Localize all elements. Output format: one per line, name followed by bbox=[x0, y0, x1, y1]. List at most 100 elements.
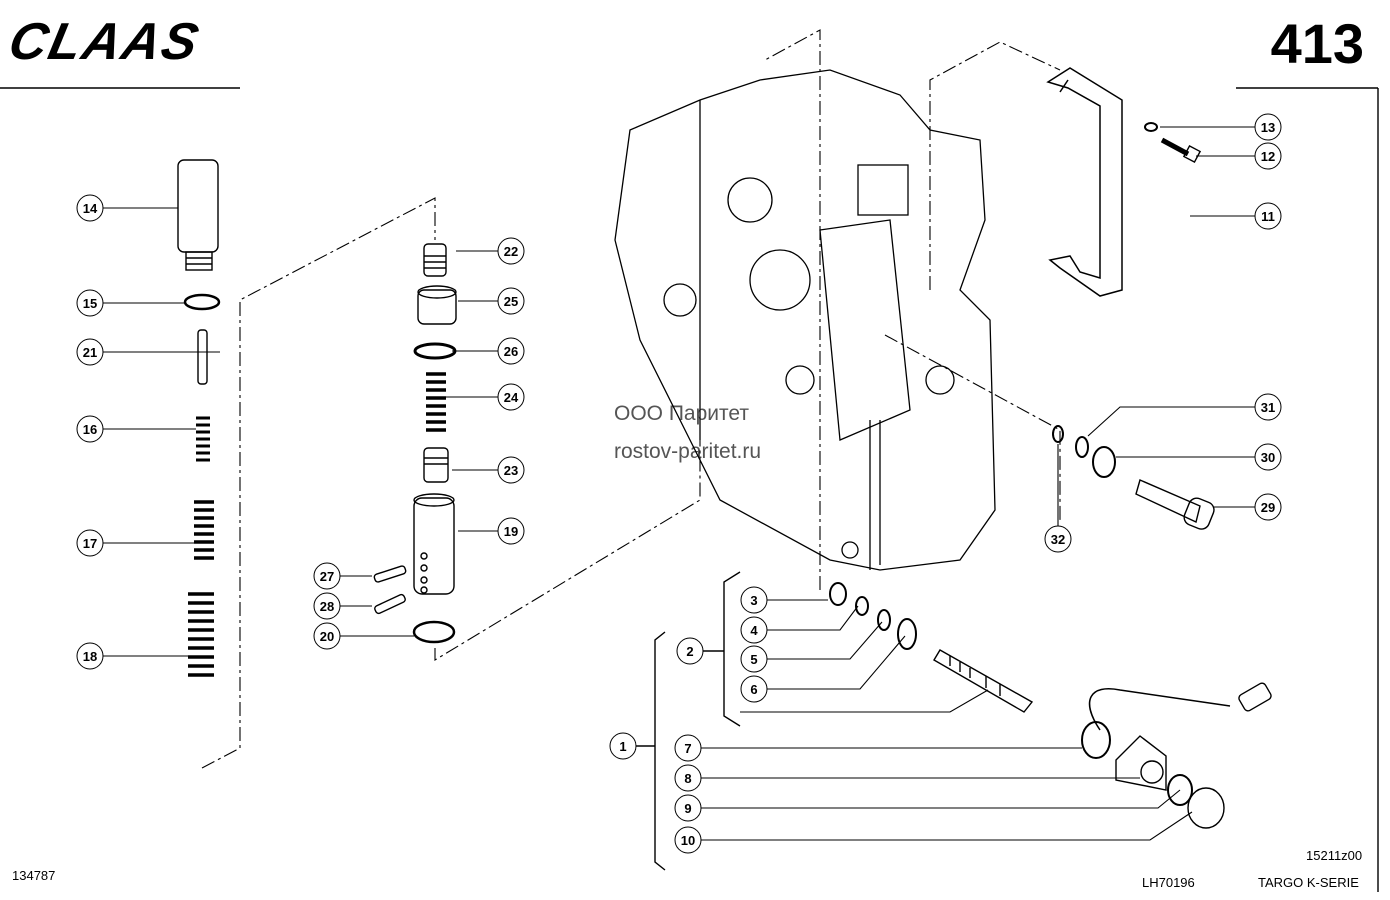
part-31-oring bbox=[1075, 436, 1089, 458]
callout-32: 32 bbox=[1044, 525, 1072, 553]
callout-12: 12 bbox=[1254, 142, 1282, 170]
svg-text:16: 16 bbox=[83, 422, 97, 437]
leader-lines bbox=[102, 126, 1256, 841]
bracket-2 bbox=[723, 571, 741, 727]
part-14-filter bbox=[177, 159, 219, 271]
callout-15: 15 bbox=[76, 289, 104, 317]
callout-7: 7 bbox=[674, 734, 702, 762]
footer-left-code: 134787 bbox=[12, 868, 56, 883]
svg-text:8: 8 bbox=[684, 771, 691, 786]
svg-text:27: 27 bbox=[320, 569, 334, 584]
watermark-line2: rostov-paritet.ru bbox=[614, 440, 762, 463]
svg-text:3: 3 bbox=[750, 593, 757, 608]
svg-text:9: 9 bbox=[684, 801, 691, 816]
part-5-oring bbox=[877, 609, 891, 631]
part-21-pin bbox=[197, 329, 208, 385]
part-19-sleeve bbox=[413, 493, 455, 595]
part-6-oring bbox=[897, 618, 917, 650]
callout-23: 23 bbox=[497, 456, 525, 484]
part-10-cap bbox=[1187, 787, 1225, 829]
svg-text:19: 19 bbox=[504, 524, 518, 539]
part-13-washer bbox=[1144, 122, 1158, 132]
part-12-bolt bbox=[1160, 137, 1202, 164]
svg-text:32: 32 bbox=[1051, 532, 1065, 547]
callout-2: 2 bbox=[676, 637, 704, 665]
callout-10: 10 bbox=[674, 826, 702, 854]
callout-13: 13 bbox=[1254, 113, 1282, 141]
callout-24: 24 bbox=[497, 383, 525, 411]
solenoid-connector bbox=[1238, 682, 1272, 712]
svg-text:11: 11 bbox=[1261, 209, 1275, 224]
part-7-oring bbox=[1081, 721, 1111, 759]
callout-18: 18 bbox=[76, 642, 104, 670]
callout-8: 8 bbox=[674, 764, 702, 792]
part-24-spring bbox=[426, 372, 446, 432]
callout-27: 27 bbox=[313, 562, 341, 590]
svg-text:29: 29 bbox=[1261, 500, 1275, 515]
callout-6: 6 bbox=[740, 675, 768, 703]
part-16-spring bbox=[196, 416, 210, 462]
svg-text:18: 18 bbox=[83, 649, 97, 664]
part-29-plug bbox=[1135, 479, 1215, 530]
svg-text:14: 14 bbox=[83, 201, 98, 216]
svg-text:28: 28 bbox=[320, 599, 334, 614]
callout-22: 22 bbox=[497, 237, 525, 265]
callout-11: 11 bbox=[1254, 202, 1282, 230]
svg-text:5: 5 bbox=[750, 652, 757, 667]
solenoid-valve-stem bbox=[933, 649, 1034, 713]
svg-text:7: 7 bbox=[684, 741, 691, 756]
part-18-spring bbox=[188, 592, 214, 677]
svg-text:4: 4 bbox=[750, 623, 758, 638]
svg-text:30: 30 bbox=[1261, 450, 1275, 465]
part-8-coil bbox=[1115, 735, 1167, 791]
part-26-washer bbox=[413, 342, 457, 360]
part-32-oring bbox=[1052, 425, 1064, 443]
svg-text:10: 10 bbox=[681, 833, 695, 848]
svg-text:6: 6 bbox=[750, 682, 757, 697]
callout-21: 21 bbox=[76, 338, 104, 366]
svg-text:31: 31 bbox=[1261, 400, 1275, 415]
callout-31: 31 bbox=[1254, 393, 1282, 421]
part-15-oring bbox=[183, 293, 221, 311]
svg-text:25: 25 bbox=[504, 294, 518, 309]
svg-text:15: 15 bbox=[83, 296, 97, 311]
svg-text:1: 1 bbox=[619, 739, 626, 754]
callout-3: 3 bbox=[740, 586, 768, 614]
solenoid-cable bbox=[1089, 688, 1231, 731]
part-3-oring bbox=[829, 582, 847, 606]
callout-29: 29 bbox=[1254, 493, 1282, 521]
footer-right-code: 15211z00 bbox=[1306, 848, 1363, 863]
part-23-plug bbox=[423, 447, 449, 483]
page-number: 413 bbox=[1270, 12, 1364, 75]
svg-text:21: 21 bbox=[83, 345, 97, 360]
callout-28: 28 bbox=[313, 592, 341, 620]
svg-text:2: 2 bbox=[686, 644, 693, 659]
callout-9: 9 bbox=[674, 794, 702, 822]
svg-text:12: 12 bbox=[1261, 149, 1275, 164]
callout-17: 17 bbox=[76, 529, 104, 557]
svg-text:23: 23 bbox=[504, 463, 518, 478]
callout-5: 5 bbox=[740, 645, 768, 673]
callout-25: 25 bbox=[497, 287, 525, 315]
svg-text:24: 24 bbox=[504, 390, 519, 405]
callout-16: 16 bbox=[76, 415, 104, 443]
callout-1: 1 bbox=[609, 732, 637, 760]
part-20-oring bbox=[412, 620, 456, 644]
part-30-oring bbox=[1092, 446, 1116, 478]
part-11-bracket bbox=[1046, 67, 1123, 297]
part-22-plug bbox=[423, 243, 447, 277]
callout-26: 26 bbox=[497, 337, 525, 365]
callout-19: 19 bbox=[497, 517, 525, 545]
footer-center-code: LH70196 bbox=[1142, 875, 1195, 890]
part-28-pin bbox=[374, 593, 406, 615]
svg-text:26: 26 bbox=[504, 344, 518, 359]
bracket-1 bbox=[654, 631, 666, 871]
assembly-lines bbox=[201, 29, 1061, 769]
part-4-oring bbox=[855, 596, 869, 616]
part-17-spring bbox=[194, 500, 214, 560]
svg-text:13: 13 bbox=[1261, 120, 1275, 135]
svg-text:22: 22 bbox=[504, 244, 518, 259]
callout-20: 20 bbox=[313, 622, 341, 650]
